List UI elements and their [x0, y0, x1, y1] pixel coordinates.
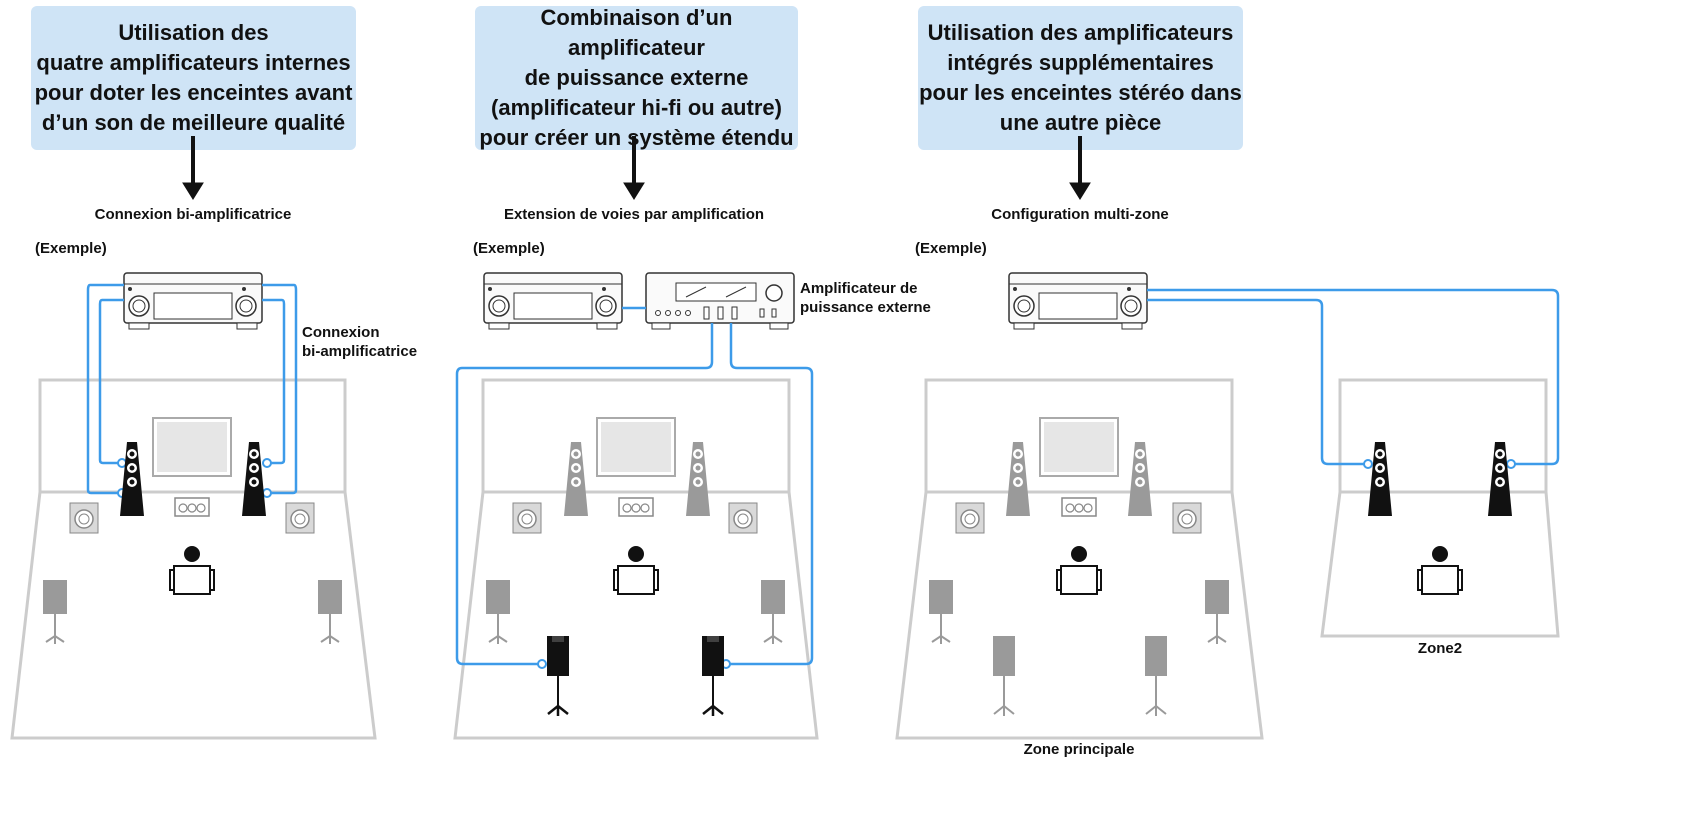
panel2-caption: Extension de voies par amplification	[503, 206, 765, 223]
panel1-title: Utilisation des quatre amplificateurs in…	[31, 6, 356, 150]
panel3-title: Utilisation des amplificateurs intégrés …	[918, 6, 1243, 150]
panel1-front-left	[120, 442, 144, 516]
zone2-listener	[1417, 545, 1463, 595]
panel3-caption: Configuration multi-zone	[991, 206, 1169, 223]
arrow-panel3	[1069, 136, 1091, 200]
panel3-center	[1061, 497, 1097, 517]
panel3-presence-right	[1144, 635, 1168, 717]
zone2-speaker-right	[1488, 442, 1512, 516]
panel3-sub-right	[1172, 502, 1202, 534]
panel2-center	[618, 497, 654, 517]
panel2-receiver	[483, 272, 623, 330]
panel1-front-right	[242, 442, 266, 516]
panel2-front-right	[686, 442, 710, 516]
panel2-example: (Exemple)	[473, 240, 545, 257]
panel3-listener	[1056, 545, 1102, 595]
panel2-surround-left	[485, 579, 511, 645]
panel2-surround-right	[760, 579, 786, 645]
panel2-cables	[455, 306, 814, 666]
panel1-cables	[86, 283, 298, 495]
panel1-sub-right	[285, 502, 315, 534]
panel2-room	[453, 378, 819, 740]
panel1-surround-right	[317, 579, 343, 645]
panel1-caption: Connexion bi-amplificatrice	[94, 206, 292, 223]
panel3-front-left	[1006, 442, 1030, 516]
panel3-room-main	[895, 378, 1264, 740]
panel3-presence-left	[992, 635, 1016, 717]
panel1-receiver	[123, 272, 263, 330]
panel2-sub-left	[512, 502, 542, 534]
panel3-front-right	[1128, 442, 1152, 516]
bi-amp-label: Connexion bi-amplificatrice	[302, 324, 418, 360]
panel2-tv	[596, 417, 676, 477]
panel1-tv	[152, 417, 232, 477]
panel2-sub-right	[728, 502, 758, 534]
panel2-presence-left	[545, 634, 571, 718]
panel2-title: Combinaison d’un amplificateur de puissa…	[475, 5, 798, 150]
panel3-example: (Exemple)	[915, 240, 987, 257]
panel3-room-zone2	[1320, 378, 1560, 638]
panel3-surround-right	[1204, 579, 1230, 645]
panel2-external-amp	[645, 272, 795, 330]
panel3-cables	[1147, 288, 1560, 466]
panel3-surround-left	[928, 579, 954, 645]
arrow-panel2	[623, 136, 645, 200]
panel1-listener	[169, 545, 215, 595]
panel1-center	[174, 497, 210, 517]
panel2-listener	[613, 545, 659, 595]
panel1-sub-left	[69, 502, 99, 534]
panel1-surround-left	[42, 579, 68, 645]
zone2-speaker-left	[1368, 442, 1392, 516]
panel3-tv	[1039, 417, 1119, 477]
panel3-receiver	[1008, 272, 1148, 330]
panel1-example: (Exemple)	[35, 240, 107, 257]
zone2-label: Zone2	[1417, 640, 1463, 657]
panel2-presence-right	[700, 634, 726, 718]
zone-main-label: Zone principale	[1023, 741, 1135, 758]
external-amp-label: Amplificateur de puissance externe	[800, 280, 931, 316]
panel2-front-left	[564, 442, 588, 516]
panel3-sub-left	[955, 502, 985, 534]
arrow-panel1	[182, 136, 204, 200]
